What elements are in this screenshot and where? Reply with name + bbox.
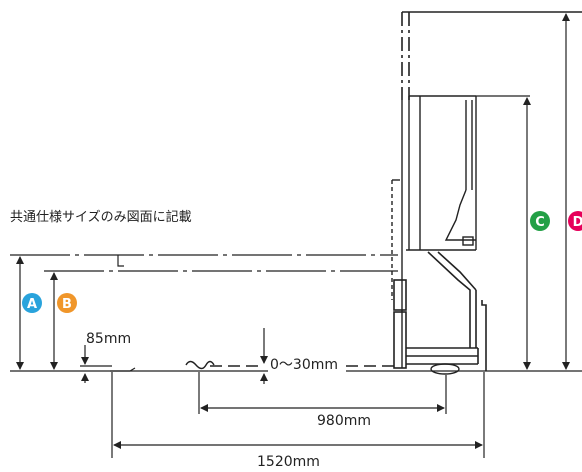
- dimension-c: [476, 95, 531, 370]
- mast-body: [391, 95, 477, 368]
- label-1520mm: 1520mm: [257, 454, 320, 470]
- svg-text:C: C: [535, 215, 545, 230]
- svg-text:D: D: [573, 215, 582, 230]
- badge-d: D: [568, 211, 582, 231]
- operator-cab: [393, 249, 487, 371]
- fork-height-guides: [10, 254, 398, 372]
- wheels: [185, 360, 460, 375]
- svg-text:A: A: [27, 297, 37, 312]
- dimension-980mm: [198, 372, 447, 414]
- dimension-1520mm: [111, 372, 485, 458]
- badge-b: B: [57, 293, 77, 313]
- spec-note: 共通仕様サイズのみ図面に記載: [10, 209, 192, 225]
- svg-text:B: B: [62, 297, 72, 312]
- label-85mm: 85mm: [86, 331, 131, 347]
- mast-extended-outline: [401, 11, 582, 100]
- badge-a: A: [22, 293, 42, 313]
- label-0-30mm: 0〜30mm: [270, 357, 338, 373]
- badge-c: C: [530, 211, 550, 231]
- label-980mm: 980mm: [317, 413, 371, 429]
